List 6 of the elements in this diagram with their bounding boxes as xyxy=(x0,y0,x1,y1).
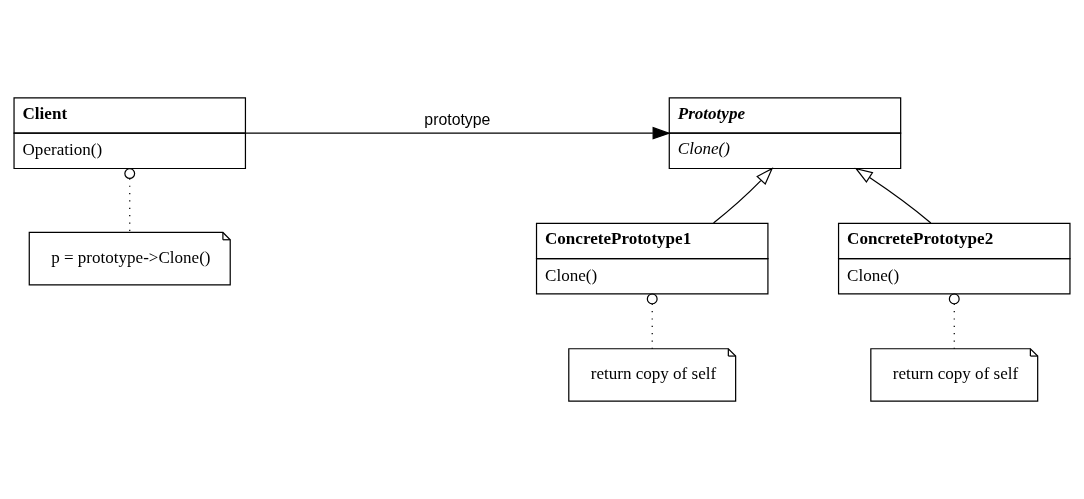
arrow xyxy=(245,126,671,140)
connector xyxy=(948,293,960,350)
arrow xyxy=(712,167,774,224)
connector xyxy=(646,293,658,350)
arrow xyxy=(854,167,932,224)
edge-label: prototype xyxy=(424,111,491,129)
